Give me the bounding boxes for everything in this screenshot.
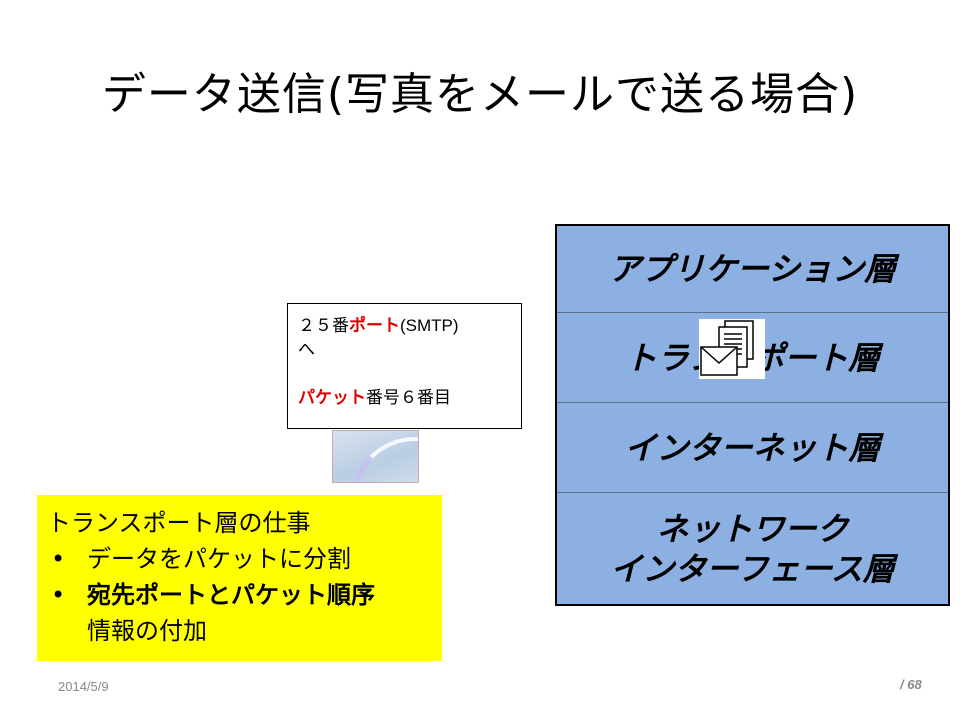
packet-line: パケット番号６番目 (298, 386, 521, 410)
layer-internet: インターネット層 (557, 403, 948, 493)
port-line: ２５番ポート(SMTP) (298, 314, 521, 338)
packet-info-box: ２５番ポート(SMTP) へ パケット番号６番目 (287, 303, 522, 429)
page-number: / 68 (900, 677, 922, 692)
bullet-icon: • (51, 581, 66, 609)
packet-sequence: 番号６番目 (366, 388, 451, 407)
transport-role-note: トランスポート層の仕事 • データをパケットに分割 • 宛先ポートとパケット順序… (37, 495, 442, 661)
layer-label: アプリケーション層 (608, 250, 897, 288)
photo-thumbnail (332, 430, 419, 483)
bullet-icon: • (51, 545, 66, 573)
destination-line: へ (298, 340, 315, 359)
layer-network-interface: ネットワーク インターフェース層 (557, 493, 948, 604)
slide-title: データ送信(写真をメールで送る場合) (101, 69, 859, 120)
protocol-label: (SMTP) (400, 316, 459, 335)
layer-application: アプリケーション層 (557, 226, 948, 313)
mail-document-icon (699, 319, 765, 379)
footer-date: 2014/5/9 (58, 679, 109, 694)
bullet-text: データをパケットに分割 (87, 545, 351, 573)
info-box-underline (287, 425, 522, 429)
layer-label: インターフェース層 (610, 549, 895, 588)
layer-label: ネットワーク (656, 509, 849, 548)
bullet-text-continued: 情報の付加 (87, 617, 207, 645)
bullet-text: 宛先ポートとパケット順序 (87, 581, 375, 609)
port-number: ２５番 (298, 316, 349, 335)
protocol-layer-stack: アプリケーション層 トランスポート層 インターネット層 ネットワーク インターフ… (555, 224, 950, 606)
list-item: • データをパケットに分割 (47, 541, 432, 577)
port-keyword: ポート (349, 316, 400, 335)
note-heading: トランスポート層の仕事 (47, 509, 311, 537)
packet-keyword: パケット (298, 388, 366, 407)
list-item: • 宛先ポートとパケット順序 (47, 577, 432, 613)
layer-label: インターネット層 (624, 428, 881, 467)
